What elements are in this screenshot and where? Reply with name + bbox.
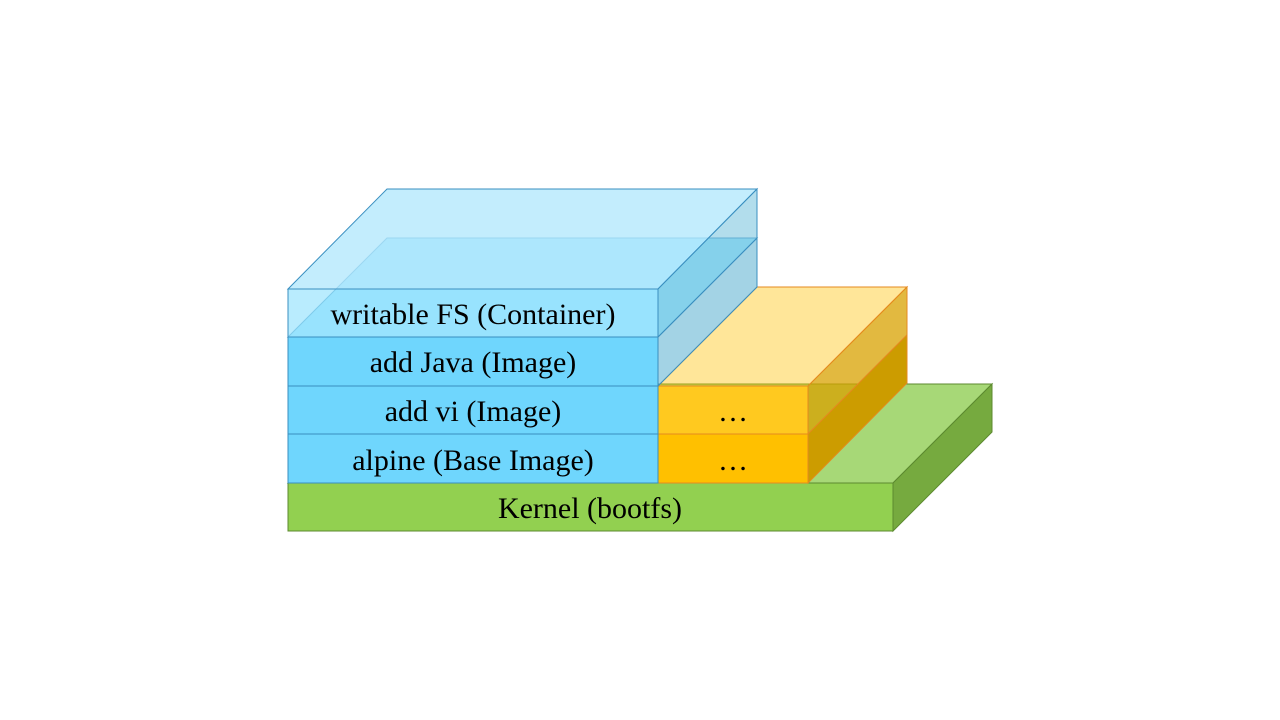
other-lower-label: … (718, 444, 748, 477)
alpine-front-face (287, 433, 659, 484)
writable-fs-label: writable FS (Container) (331, 298, 616, 331)
add-vi-label: add vi (Image) (385, 395, 562, 428)
alpine-label: alpine (Base Image) (352, 444, 594, 477)
other-image-stack: … … (656, 285, 909, 485)
kernel-front-face (287, 482, 894, 532)
add-vi-front-face (287, 385, 659, 435)
other-upper-label: … (718, 395, 748, 428)
image-stack: writable FS (Container) add Java (Image)… (286, 187, 759, 484)
add-java-label: add Java (Image) (370, 346, 577, 379)
kernel-label: Kernel (bootfs) (498, 492, 682, 525)
writable-fs-front-face (287, 288, 659, 338)
other-lower-front-face (657, 433, 809, 484)
other-upper-front-face (657, 385, 809, 435)
